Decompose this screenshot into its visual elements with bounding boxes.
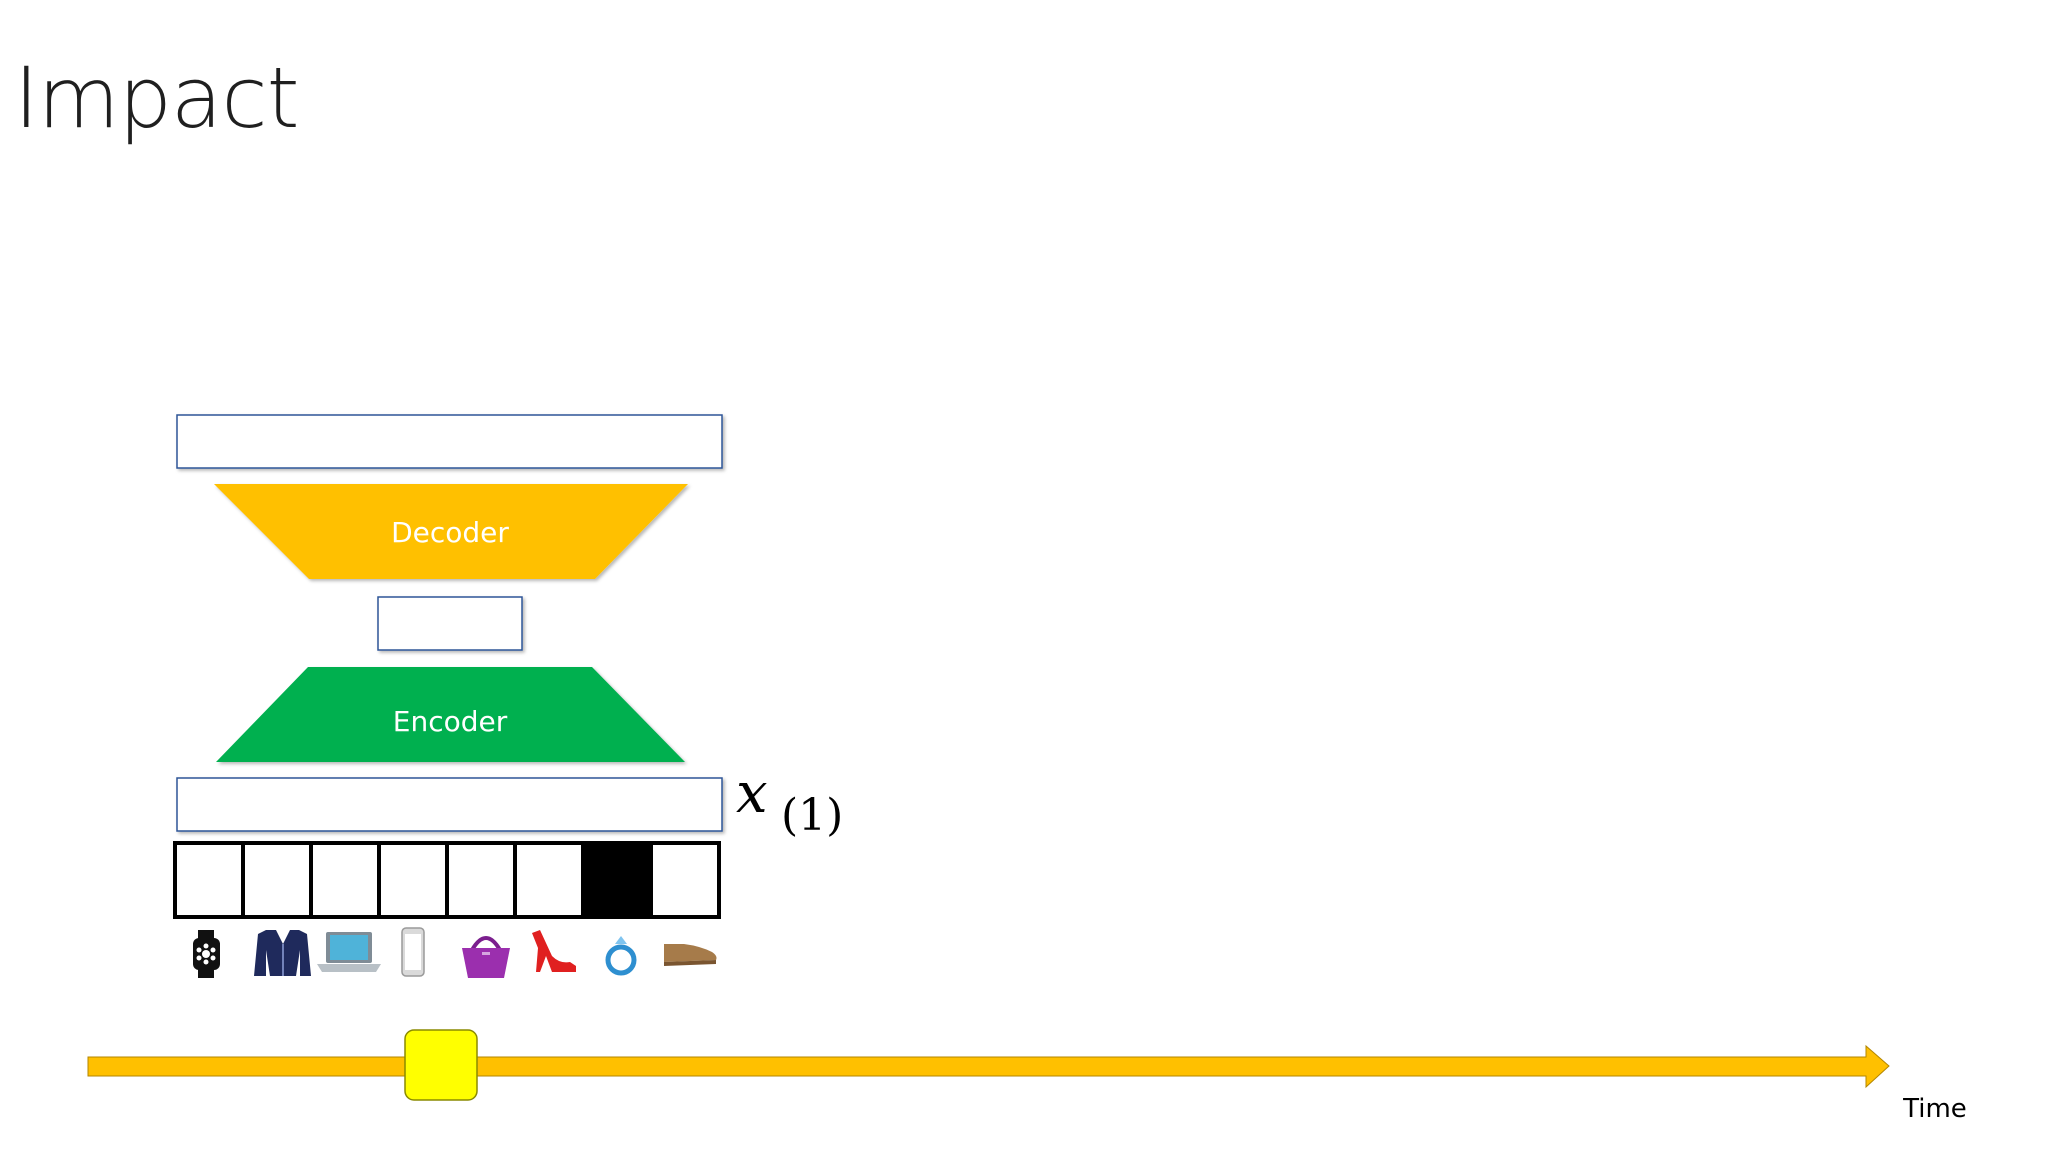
one-hot-cell bbox=[581, 841, 653, 919]
ring-icon bbox=[605, 936, 637, 976]
one-hot-cell bbox=[513, 841, 585, 919]
phone-icon bbox=[401, 927, 425, 977]
input-variable: x bbox=[736, 761, 768, 826]
encoder-label: Encoder bbox=[393, 705, 508, 738]
decoder-block bbox=[214, 484, 688, 579]
time-label: Time bbox=[1902, 1094, 1967, 1124]
high-heel-icon bbox=[532, 930, 576, 972]
one-hot-cell bbox=[445, 841, 517, 919]
one-hot-vector bbox=[173, 841, 721, 919]
encoder-block bbox=[216, 667, 685, 762]
input-subscript: (1) bbox=[781, 790, 843, 841]
one-hot-cell bbox=[241, 841, 313, 919]
slide-title: Impact bbox=[14, 49, 300, 147]
one-hot-cell bbox=[173, 841, 245, 919]
handbag-icon bbox=[462, 936, 510, 978]
shoe-icon bbox=[664, 944, 717, 966]
timeline-arrow bbox=[87, 1044, 1890, 1089]
decoder-label: Decoder bbox=[391, 516, 509, 549]
one-hot-cell bbox=[649, 841, 721, 919]
time-marker[interactable] bbox=[404, 1029, 478, 1101]
smartwatch-icon bbox=[193, 930, 220, 978]
input-box bbox=[176, 777, 723, 832]
output-box bbox=[176, 414, 723, 469]
jacket-icon bbox=[254, 930, 311, 976]
one-hot-cell bbox=[309, 841, 381, 919]
laptop-icon bbox=[317, 932, 381, 972]
one-hot-cell bbox=[377, 841, 449, 919]
product-icons bbox=[193, 927, 717, 978]
latent-box bbox=[377, 596, 523, 651]
